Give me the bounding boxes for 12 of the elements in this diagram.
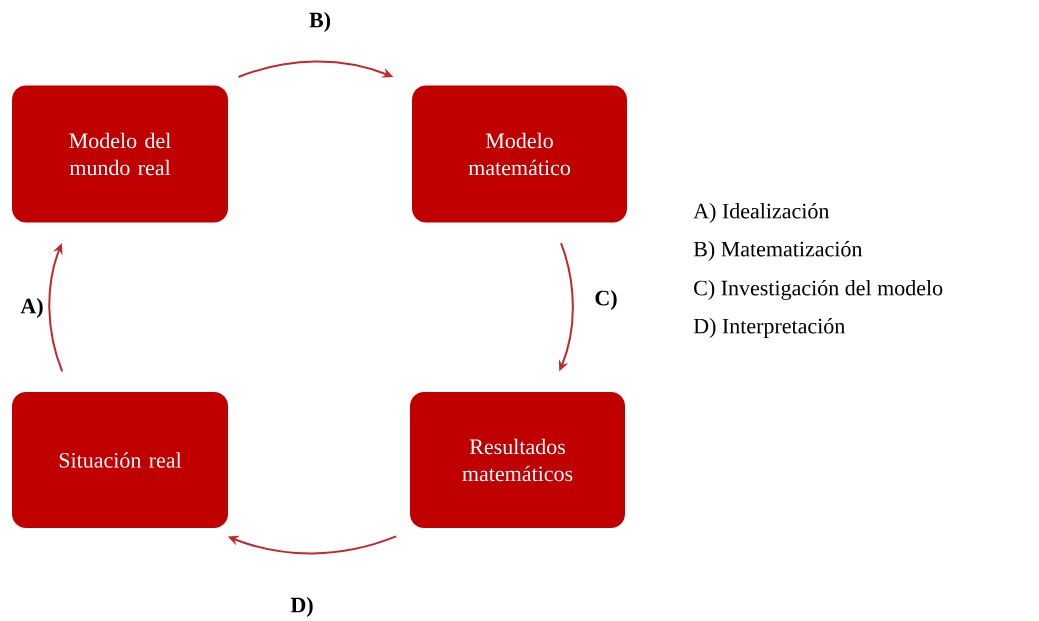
edge-label: A)	[20, 298, 43, 318]
process-box: Resultados matemáticos	[410, 392, 625, 528]
edge-label: C)	[595, 290, 617, 310]
process-box: Modelo matemático	[412, 85, 627, 223]
legend-text: C) Investigación del modelo	[694, 279, 943, 300]
edge-label: D)	[290, 597, 313, 617]
legend-text: A) Idealización	[693, 203, 830, 223]
process-box: Modelo del mundo real	[12, 85, 228, 223]
legend-text: B) Matematización	[693, 241, 863, 261]
process-box: Situación real	[12, 392, 228, 528]
edge-label: B)	[309, 12, 331, 32]
legend-text: D) Interpretación	[693, 318, 845, 338]
